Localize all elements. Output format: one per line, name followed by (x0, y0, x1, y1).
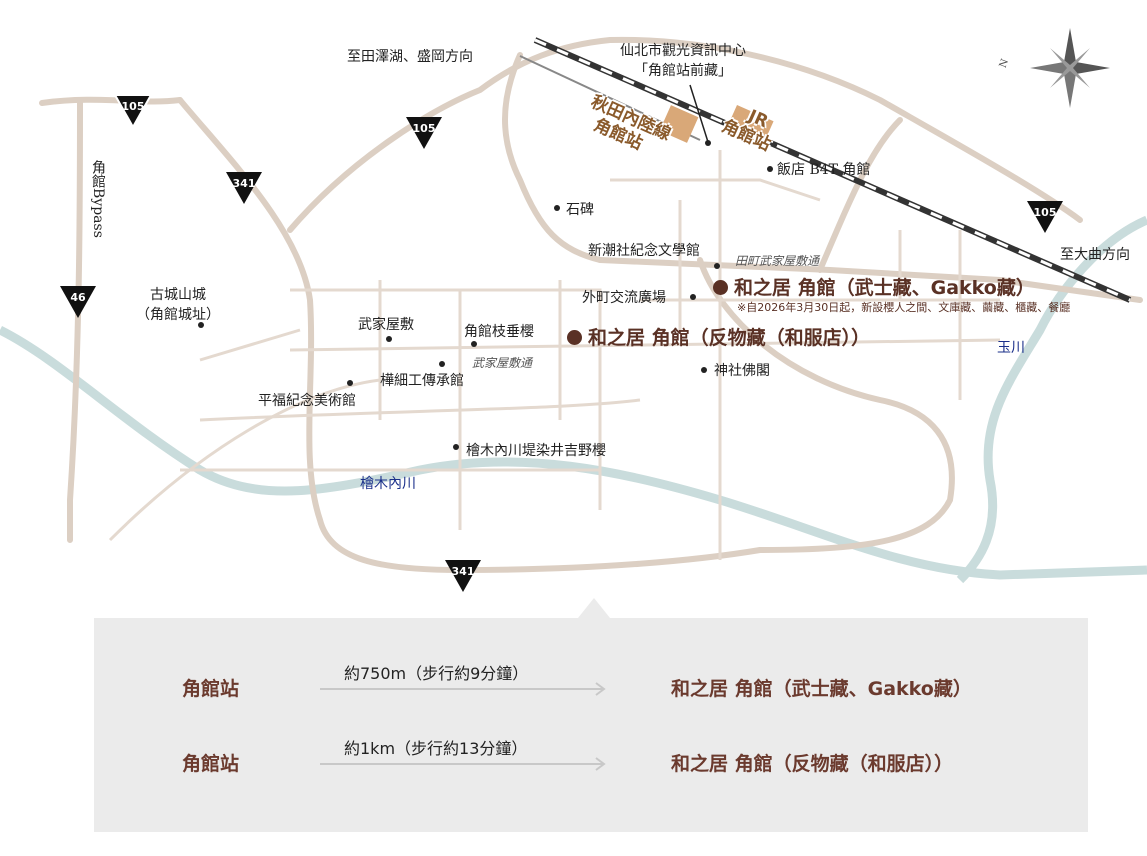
access-to: 和之居 角館（反物藏（和服店）） (671, 753, 954, 775)
poi-info-center: 仙北市觀光資訊中心「角館站前藏」 (620, 43, 746, 79)
poi-dot (439, 361, 445, 367)
poi-dot (471, 341, 477, 347)
poi-dot (767, 166, 773, 172)
arrow-right-icon (320, 757, 606, 771)
compass-icon (1030, 28, 1110, 108)
poi-shinchosha: 新潮社紀念文學館 (588, 243, 700, 259)
location-marker-icon (567, 330, 582, 345)
poi-dot (690, 294, 696, 300)
poi-dot (453, 444, 459, 450)
poi-dot (554, 205, 560, 211)
rivers (0, 215, 1147, 584)
poi-dot (701, 367, 707, 373)
direction-tazawako: 至田澤湖、盛岡方向 (347, 49, 473, 65)
bypass-label: 角館Bypass (90, 160, 106, 238)
access-from: 角館站 (182, 678, 240, 700)
panel-pointer (578, 598, 610, 618)
jr-line (533, 37, 1132, 303)
route-shield-105: 105 (1025, 199, 1065, 235)
poi-castle: 古城山城（角館城址） (136, 287, 220, 323)
poi-jinja: 神社佛閣 (714, 363, 770, 379)
river-hinokinai: 檜木內川 (360, 476, 416, 492)
route-shield-105: 105 (113, 93, 153, 129)
hinokinai-river (0, 325, 1147, 580)
river-tamagawa: 玉川 (997, 340, 1025, 356)
access-row: 角館站 約750m（步行約9分鐘） 和之居 角館（武士藏、Gakko藏） (94, 660, 1088, 710)
access-row: 角館站 約1km（步行約13分鐘） 和之居 角館（反物藏（和服店）） (94, 735, 1088, 785)
poi-dot (714, 263, 720, 269)
access-distance: 約1km（步行約13分鐘） (344, 739, 528, 758)
samurai-kura-note: ※自2026年3月30日起，新設櫻人之間、文庫藏、繭藏、櫃藏、餐廳 (737, 301, 1071, 314)
poi-kabazaiku: 樺細工傳承館 (380, 373, 464, 389)
route-shield-341: 341 (443, 558, 483, 594)
location-marker-icon (713, 280, 728, 295)
poi-dot (705, 140, 711, 146)
access-to: 和之居 角館（武士藏、Gakko藏） (671, 678, 972, 700)
access-from: 角館站 (182, 753, 240, 775)
street-bukeyashiki: 武家屋敷通 (472, 356, 533, 370)
route-shield-46: 46 (58, 284, 98, 320)
poi-dot (347, 380, 353, 386)
railways (519, 37, 1132, 303)
tamagawa-river (956, 215, 1147, 584)
poi-dot (198, 322, 204, 328)
poi-sekihi: 石碑 (566, 202, 594, 218)
access-panel: 角館站 約750m（步行約9分鐘） 和之居 角館（武士藏、Gakko藏） 角館站… (94, 618, 1088, 832)
poi-dot (386, 336, 392, 342)
route-shield-105: 105 (404, 115, 444, 151)
highlight-samurai-kura[interactable]: 和之居 角館（武士藏、Gakko藏） (713, 273, 1035, 300)
highlight-tanmono-kura[interactable]: 和之居 角館（反物藏（和服店）） (567, 323, 870, 350)
street-tamachi: 田町武家屋敷通 (735, 254, 820, 268)
route-shield-341: 341 (224, 170, 264, 206)
poi-tsutsumi: 檜木內川堤染井吉野櫻 (466, 443, 606, 459)
poi-shidarezakura: 角館枝垂櫻 (464, 324, 534, 340)
poi-hirafuku: 平福紀念美術館 (258, 393, 356, 409)
direction-omagari: 至大曲方向 (1060, 247, 1130, 263)
poi-hotel: 飯店 B4T 角館 (777, 162, 871, 178)
minor-roads (108, 150, 1001, 560)
arrow-right-icon (320, 682, 606, 696)
poi-bukeyashiki: 武家屋敷 (358, 317, 414, 333)
poi-tomachi: 外町交流廣場 (582, 290, 666, 306)
access-distance: 約750m（步行約9分鐘） (344, 664, 529, 683)
